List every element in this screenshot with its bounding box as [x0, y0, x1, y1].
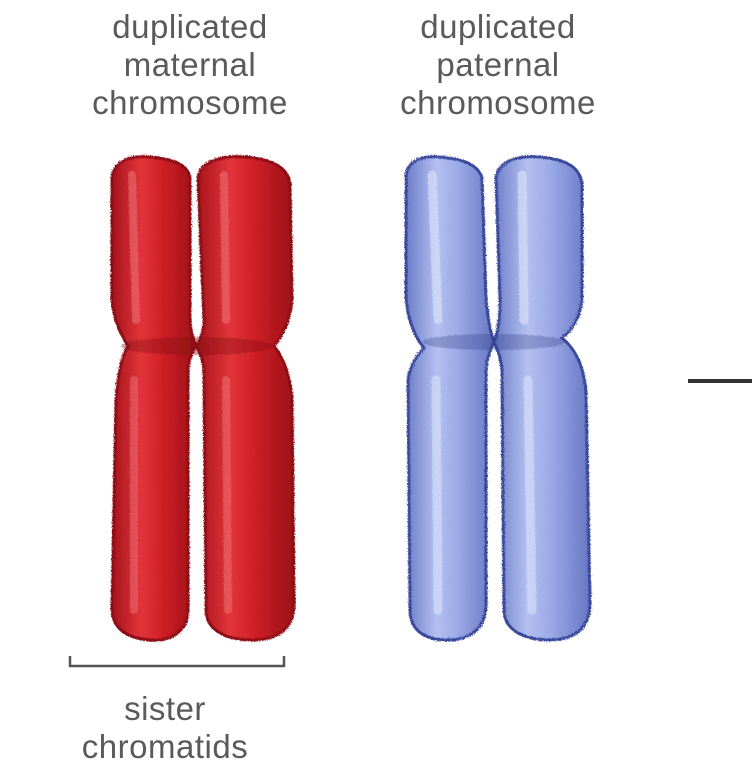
sister-label-line2: chromatids [45, 728, 285, 766]
paternal-highlight-left-lower [436, 380, 438, 610]
paternal-chromosome [406, 157, 590, 640]
maternal-centromere [121, 337, 273, 355]
maternal-chromatid-left [112, 157, 196, 641]
paternal-highlight-left [432, 175, 438, 320]
maternal-highlight-right [224, 175, 226, 320]
paternal-highlight-right [522, 175, 524, 320]
sister-chromatids-label: sister chromatids [45, 690, 285, 766]
paternal-highlight-right-lower [528, 380, 532, 610]
sister-label-line1: sister [45, 690, 285, 728]
sister-chromatids-bracket [70, 656, 284, 666]
maternal-chromosome [112, 157, 294, 641]
maternal-chromatid-right [196, 157, 294, 640]
paternal-chromatid-right [494, 157, 590, 640]
maternal-highlight-right-lower [226, 380, 228, 610]
paternal-chromatid-left [406, 157, 494, 640]
paternal-centromere [422, 334, 566, 350]
maternal-highlight-left [132, 175, 136, 320]
